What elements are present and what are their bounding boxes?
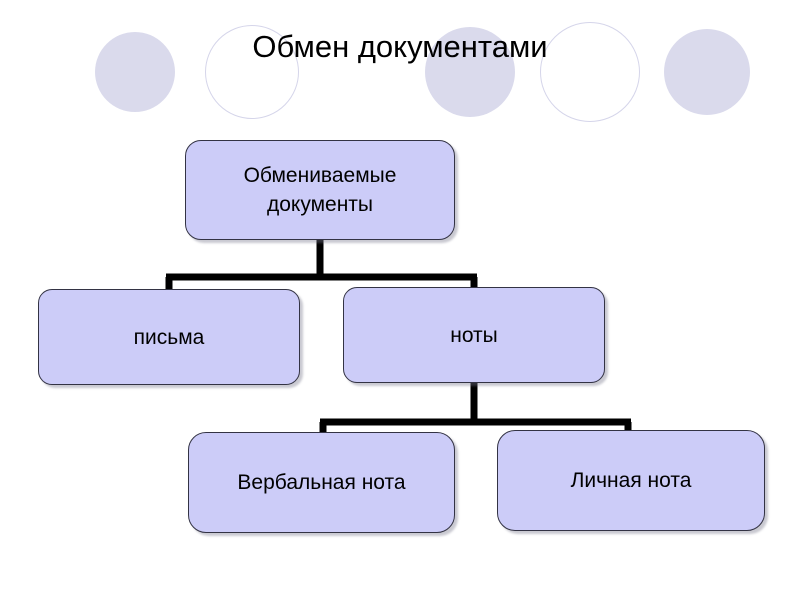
diagram-node-verbal[interactable]: Вербальная нота (188, 432, 455, 533)
diagram-node-notes-label: ноты (450, 323, 498, 347)
diagram-node-personal-label: Личная нота (570, 469, 692, 492)
diagram-node-root[interactable]: Обмениваемые документы (185, 140, 455, 240)
diagram-node-verbal-label: Вербальная нота (237, 471, 406, 494)
diagram-node-letters-label: письма (133, 325, 205, 349)
decorative-circle-2 (205, 25, 299, 119)
decorative-circle-1 (95, 32, 175, 112)
diagram-node-personal[interactable]: Личная нота (497, 430, 765, 531)
decorative-circle-5 (664, 29, 750, 115)
diagram-node-letters[interactable]: письма (38, 289, 300, 385)
diagram-node-root-label: Обмениваемые документы (243, 164, 397, 216)
decorative-circle-3 (425, 27, 515, 117)
diagram-node-notes[interactable]: ноты (343, 287, 605, 383)
page-title: Обмен документами (252, 29, 548, 64)
decorative-circle-4 (540, 22, 640, 122)
